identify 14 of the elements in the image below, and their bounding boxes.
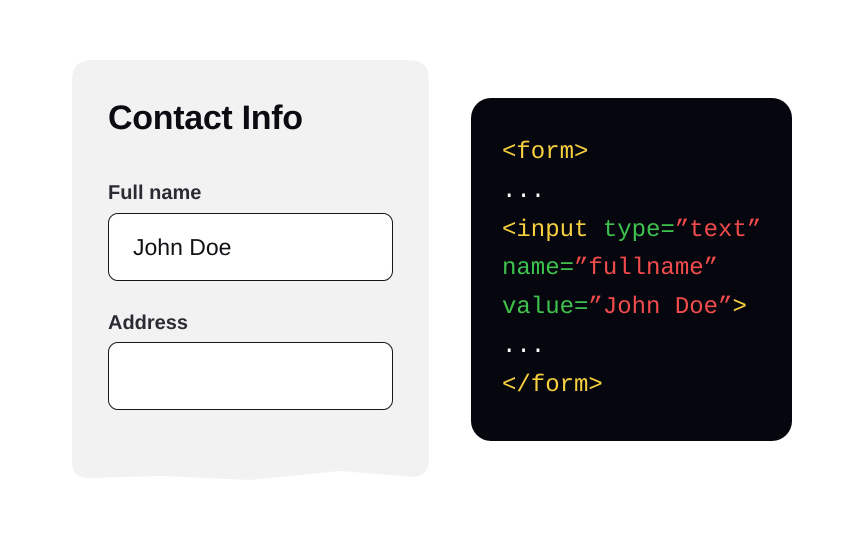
code-line: ... bbox=[502, 176, 546, 207]
code-line: <input type=”text” bbox=[502, 216, 762, 246]
code-line: ... bbox=[502, 332, 546, 362]
code-line: value=”John Doe”> bbox=[502, 293, 747, 324]
field-label: Address bbox=[108, 311, 188, 335]
code-line: <form> bbox=[502, 138, 588, 168]
form-card bbox=[72, 60, 429, 481]
text-input-field bbox=[108, 342, 393, 410]
text-input-field: John Doe bbox=[108, 213, 393, 281]
code-line: name=”fullname” bbox=[502, 254, 718, 284]
code-block bbox=[471, 98, 792, 441]
card-title: Contact Info bbox=[108, 98, 303, 138]
code-line: </form> bbox=[502, 370, 603, 401]
field-label: Full name bbox=[108, 181, 202, 205]
